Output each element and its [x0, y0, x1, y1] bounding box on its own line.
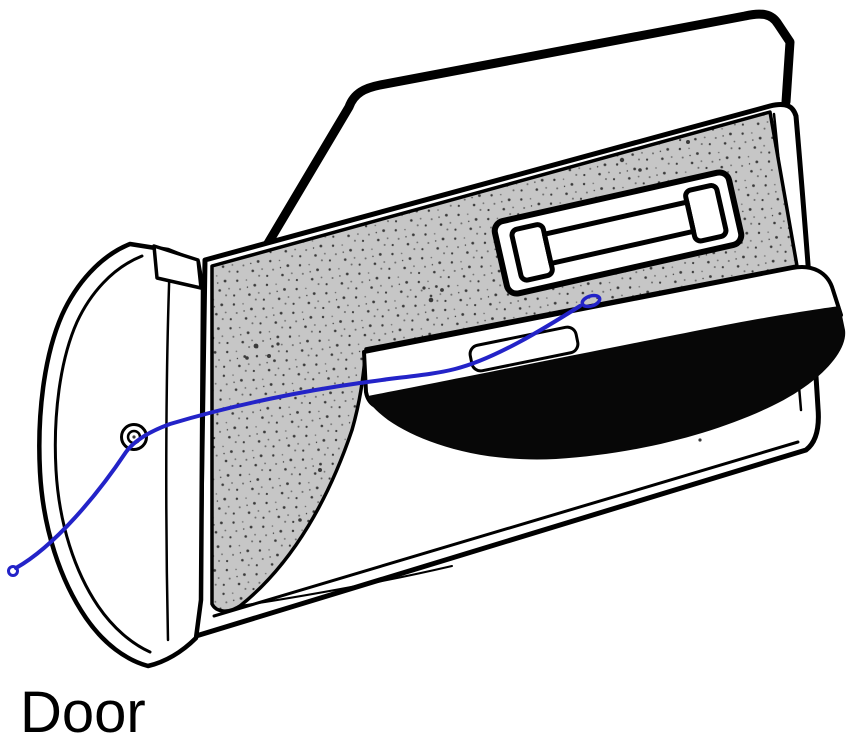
armrest	[362, 265, 846, 460]
cable-annotation	[7, 293, 602, 577]
door-pull-handle	[491, 169, 745, 297]
armrest-shadow	[368, 306, 846, 460]
cable-end-loop	[580, 293, 602, 309]
door-left-edge	[37, 241, 206, 669]
speckle-blotches	[245, 140, 702, 522]
armrest-recess	[468, 325, 580, 373]
top-corner-bracket	[152, 244, 203, 290]
window-frame	[262, 9, 795, 250]
handle-grip-bar	[541, 199, 696, 266]
figure-label: Door	[20, 680, 146, 745]
cable-start-loop	[7, 565, 19, 577]
